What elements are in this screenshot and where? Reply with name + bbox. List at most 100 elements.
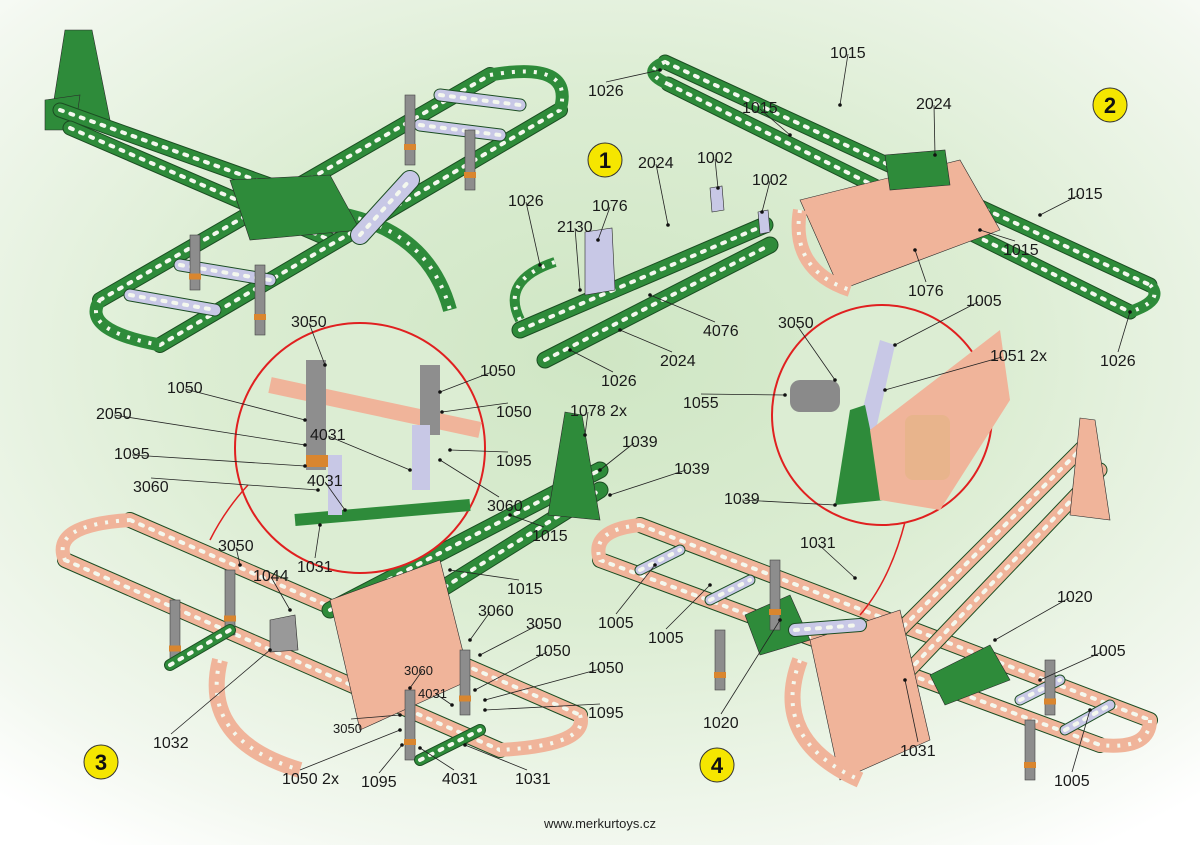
leader-arrowhead <box>408 686 412 690</box>
axle-pillar <box>254 264 266 336</box>
leader-arrowhead <box>838 103 842 107</box>
leader-line <box>720 619 781 715</box>
leader-line <box>1117 311 1131 353</box>
part-label: 1044 <box>253 568 289 585</box>
leader-arrowhead <box>933 153 937 157</box>
worm-1044 <box>269 614 299 653</box>
leader-line <box>994 597 1070 641</box>
leader-line <box>184 388 306 421</box>
leader-line <box>469 611 491 641</box>
leader-line <box>235 546 241 566</box>
leader-line <box>649 294 716 323</box>
part-label: 4031 <box>442 771 478 788</box>
detail-inset-step-3 <box>209 322 486 574</box>
curved-strip <box>647 56 671 90</box>
center-plate <box>229 174 361 241</box>
leader-line <box>761 180 771 213</box>
curved-strip <box>591 518 641 563</box>
part-label: 1039 <box>674 461 710 478</box>
silver-strip-1005 <box>704 574 756 606</box>
part-label: 1002 <box>697 150 733 167</box>
leader-arrowhead <box>483 698 487 702</box>
leader-arrowhead <box>833 503 837 507</box>
leader-line <box>894 301 979 346</box>
part-label: 1095 <box>588 705 624 722</box>
axle-pillar <box>1044 659 1056 716</box>
axle-pillar <box>769 559 781 631</box>
leader-arrowhead <box>303 418 307 422</box>
leader-line <box>839 53 849 106</box>
leader-line <box>150 477 319 491</box>
leader-arrowhead <box>318 523 322 527</box>
leader-arrowhead <box>598 468 602 472</box>
copper-strip <box>268 377 482 438</box>
bracket-4031 <box>412 425 430 490</box>
silver-strip <box>413 118 507 142</box>
leader-arrowhead <box>483 708 487 712</box>
part-label: 1055 <box>683 395 719 412</box>
channel-strip <box>511 216 774 339</box>
leader-arrowhead <box>450 703 454 707</box>
leader-line <box>795 323 836 381</box>
leader-arrowhead <box>303 443 307 447</box>
leader-arrowhead <box>316 488 320 492</box>
angle-bracket-1039 <box>835 405 885 505</box>
step-badge-3: 3 <box>83 744 119 780</box>
model-parts <box>44 29 1161 788</box>
part-label: 1026 <box>588 83 624 100</box>
part-label: 1031 <box>800 535 836 552</box>
part-label: 3060 <box>404 663 433 678</box>
leader-line <box>759 108 791 136</box>
leader-arrowhead <box>708 583 712 587</box>
part-label: 3060 <box>133 479 169 496</box>
leader-arrowhead <box>398 713 402 717</box>
leader-arrowhead <box>1038 213 1042 217</box>
leader-line <box>1039 651 1103 681</box>
propeller-plate <box>350 170 420 245</box>
step-number: 1 <box>599 148 611 173</box>
leader-line <box>615 564 656 615</box>
tail-fin-1078 <box>547 411 601 521</box>
copper-boom <box>892 462 1108 688</box>
part-label: 1031 <box>515 771 551 788</box>
part-label: 1005 <box>648 630 684 647</box>
flat-plate-1076 <box>584 227 616 296</box>
leader-line <box>714 158 719 189</box>
leader-arrowhead <box>788 133 792 137</box>
part-label: 1095 <box>114 446 150 463</box>
leader-line <box>378 744 403 774</box>
copper-boom <box>872 432 1098 658</box>
leader-arrowhead <box>716 186 720 190</box>
silver-strip <box>123 288 222 317</box>
leader-arrowhead <box>666 223 670 227</box>
leader-line <box>619 329 673 353</box>
leader-arrowhead <box>883 388 887 392</box>
axle-3050 <box>420 365 440 435</box>
leader-arrowhead <box>323 363 327 367</box>
leader-line <box>700 393 786 396</box>
website-footer: www.merkurtoys.cz <box>543 816 656 831</box>
step-badge-4: 4 <box>699 747 735 783</box>
leader-line <box>439 371 493 393</box>
leader-line <box>741 499 836 506</box>
collar-1095 <box>306 455 328 467</box>
part-label: 4031 <box>418 686 447 701</box>
leader-arrowhead <box>760 210 764 214</box>
leader-line <box>484 668 601 701</box>
leader-line <box>170 649 271 735</box>
silver-strip <box>433 88 527 112</box>
part-label: 1015 <box>532 528 568 545</box>
leader-line <box>409 670 423 689</box>
leader-line <box>599 442 635 471</box>
leader-line <box>324 481 346 511</box>
leader-line <box>308 322 326 366</box>
leader-line <box>441 402 509 413</box>
part-label: 1050 <box>480 363 516 380</box>
leader-line <box>479 624 539 656</box>
part-label: 1015 <box>507 581 543 598</box>
part-label: 1095 <box>361 774 397 791</box>
bracket-1002 <box>709 185 725 213</box>
part-label: 1005 <box>598 615 634 632</box>
leader-line <box>817 543 856 579</box>
leader-line <box>574 227 581 291</box>
